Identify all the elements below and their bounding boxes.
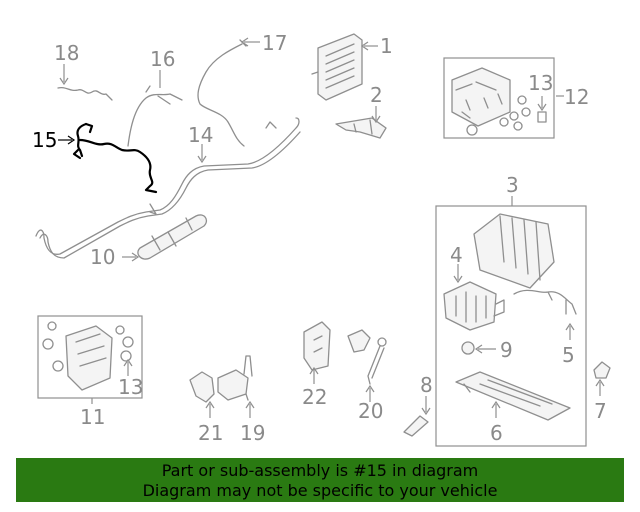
callout-5: 5 (562, 343, 575, 367)
part-8-bracket (403, 415, 429, 437)
callout-22: 22 (302, 385, 327, 409)
part-7-clip (593, 361, 611, 379)
banner-line-1: Part or sub-assembly is #15 in diagram (161, 461, 479, 480)
callout-8: 8 (420, 373, 433, 397)
part-10-canister (137, 214, 208, 260)
part-2-bracket (335, 117, 387, 139)
part-21-bracket (189, 371, 215, 403)
part-14-lines (35, 117, 301, 259)
box-11 (37, 315, 143, 399)
callout-9: 9 (500, 338, 513, 362)
part-4-compressor (443, 281, 505, 331)
box-3 (435, 205, 587, 447)
part-18-harness (57, 86, 113, 101)
callout-14: 14 (188, 123, 213, 147)
callout-13-top: 13 (528, 71, 553, 95)
notice-banner: Part or sub-assembly is #15 in diagram D… (16, 458, 624, 502)
part-15-harness-highlighted (72, 122, 158, 194)
callout-1: 1 (380, 34, 393, 58)
callout-21: 21 (198, 421, 223, 445)
callout-2: 2 (370, 83, 383, 107)
callout-3: 3 (506, 173, 519, 197)
part-6-tray (455, 371, 571, 421)
callout-18: 18 (54, 41, 79, 65)
part-16-harness (127, 85, 183, 147)
part-12-abs-unit (451, 67, 547, 136)
callout-16: 16 (150, 47, 175, 71)
callout-20: 20 (358, 399, 383, 423)
box-12 (443, 57, 555, 139)
part-22-bracket (303, 321, 331, 371)
callout-11: 11 (80, 405, 105, 429)
callout-4: 4 (450, 243, 463, 267)
callout-6: 6 (490, 421, 503, 445)
banner-line-2: Diagram may not be specific to your vehi… (142, 481, 498, 500)
part-20-sensor (347, 329, 387, 385)
part-1-module (311, 33, 363, 101)
callout-12: 12 (564, 85, 589, 109)
callout-10: 10 (90, 245, 115, 269)
part-11-pump (42, 321, 134, 391)
part-3-cover (473, 213, 555, 289)
callout-17: 17 (262, 31, 287, 55)
callout-7: 7 (594, 399, 607, 423)
callout-19: 19 (240, 421, 265, 445)
part-5-harness (513, 289, 577, 315)
part-19-sensor (217, 355, 253, 401)
callout-15: 15 (32, 128, 57, 152)
callout-13-bottom: 13 (118, 375, 143, 399)
part-9-clip (461, 341, 475, 355)
